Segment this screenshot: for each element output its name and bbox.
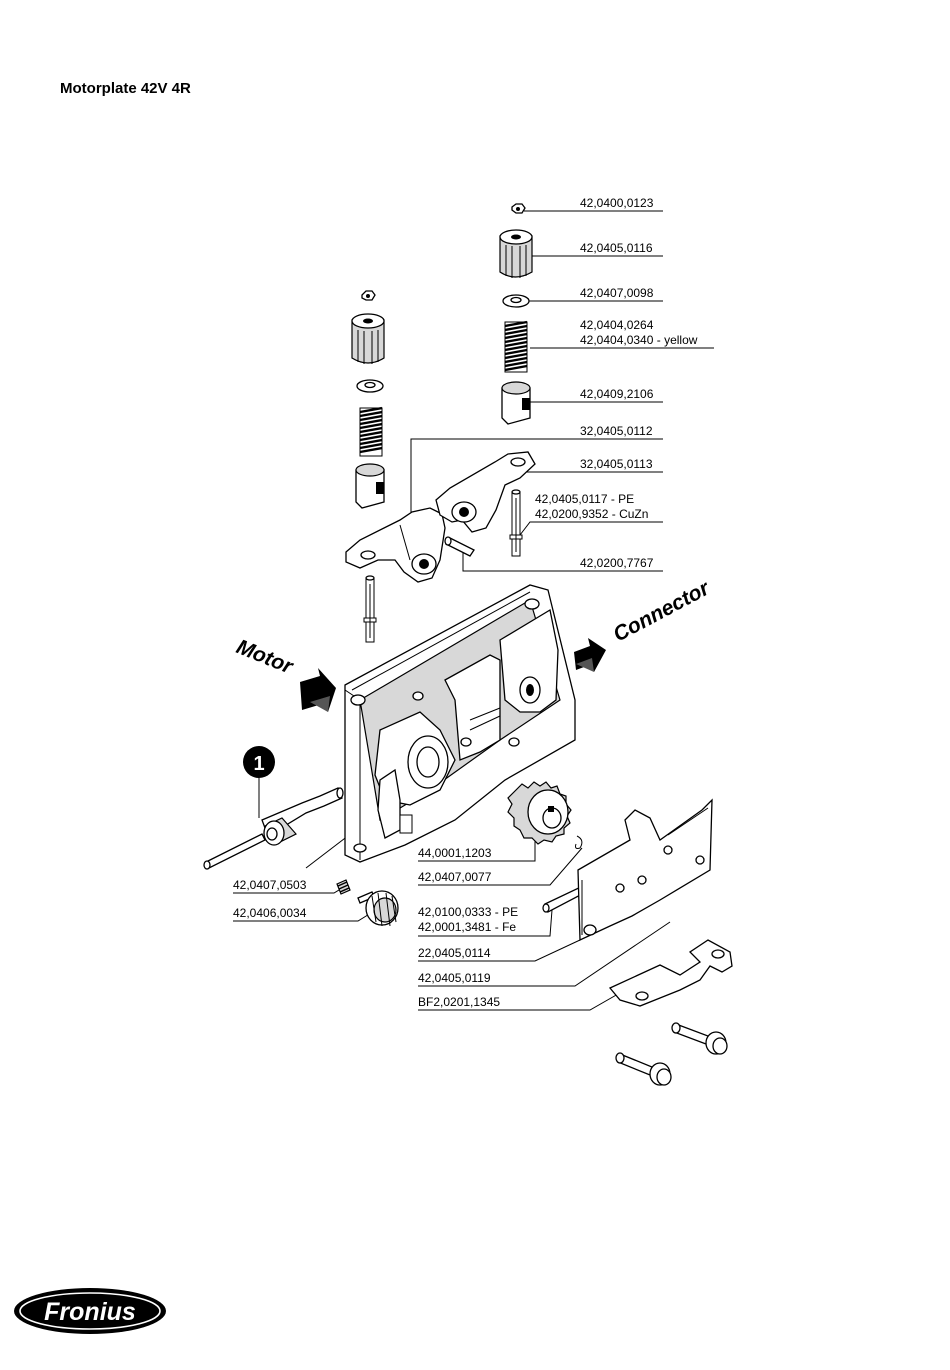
callout-badge: 1	[243, 746, 275, 778]
label-thumbscrew: 42,0406,0034	[233, 906, 307, 920]
spring-upper-right	[504, 320, 528, 373]
rod-pin	[444, 536, 475, 557]
fronius-logo: Fronius	[14, 1288, 166, 1334]
retaining-clip	[575, 835, 583, 849]
motor-arrow: Motor	[233, 635, 336, 712]
label-washer: 42,0407,0098	[580, 286, 654, 300]
label-plate-a: 42,0405,0119	[418, 971, 491, 985]
sleeve-upper-left	[355, 463, 385, 509]
set-screw	[336, 879, 351, 895]
axle-pin-right	[509, 489, 523, 557]
label-bracket: 22,0405,0114	[418, 946, 491, 960]
washer-upper-left	[356, 379, 384, 393]
inlet-nozzle	[261, 787, 344, 846]
label-clip: 42,0407,0077	[418, 870, 492, 884]
stud-bolt-lower	[615, 1052, 672, 1086]
thumb-screw	[357, 890, 399, 927]
connector-arrow: Connector	[574, 576, 715, 672]
sleeve-upper-right	[501, 381, 531, 425]
label-sleeve: 42,0409,2106	[580, 387, 654, 401]
guide-bracket	[577, 798, 713, 942]
label-pin-pe: 42,0405,0117 - PE	[535, 492, 634, 506]
pressure-lever-right	[435, 451, 536, 533]
pressure-lever-left	[345, 507, 446, 583]
callout-number: 1	[253, 753, 264, 775]
label-plate-b: BF2,0201,1345	[418, 995, 500, 1009]
flat-plate	[608, 939, 733, 1007]
stud-bolt-upper	[671, 1022, 728, 1055]
label-setscrew: 42,0407,0503	[233, 878, 307, 892]
knob-upper-right	[499, 229, 533, 278]
label-pin-cuzn: 42,0200,9352 - CuZn	[535, 507, 648, 521]
part-labels: 42,0400,0123 42,0405,0116 42,0407,0098 4…	[233, 196, 698, 1009]
guide-tube	[203, 833, 266, 870]
logo-text: Fronius	[44, 1298, 136, 1326]
page-title: Motorplate 42V 4R	[60, 80, 191, 97]
motor-plate	[344, 584, 576, 863]
motor-label: Motor	[233, 635, 297, 679]
label-gear: 44,0001,1203	[418, 846, 492, 860]
label-knob-upper: 42,0405,0116	[580, 241, 653, 255]
drive-gear	[507, 781, 572, 845]
axle-pin-left	[363, 575, 377, 643]
label-lever-left: 32,0405,0112	[580, 424, 653, 438]
label-shaft-fe: 42,0001,3481 - Fe	[418, 920, 516, 934]
washer-upper-right	[502, 294, 530, 308]
label-nut: 42,0400,0123	[580, 196, 654, 210]
knob-upper-left	[351, 313, 385, 364]
label-rod: 42,0200,7767	[580, 556, 654, 570]
nut-upper-right	[511, 203, 526, 214]
nut-upper-left	[361, 290, 376, 301]
spring-upper-left	[359, 406, 383, 457]
label-spring-b: 42,0404,0340 - yellow	[580, 333, 698, 347]
label-lever-right: 32,0405,0113	[580, 457, 653, 471]
label-spring-a: 42,0404,0264	[580, 318, 654, 332]
label-shaft-pe: 42,0100,0333 - PE	[418, 905, 518, 919]
connector-label: Connector	[610, 576, 715, 646]
